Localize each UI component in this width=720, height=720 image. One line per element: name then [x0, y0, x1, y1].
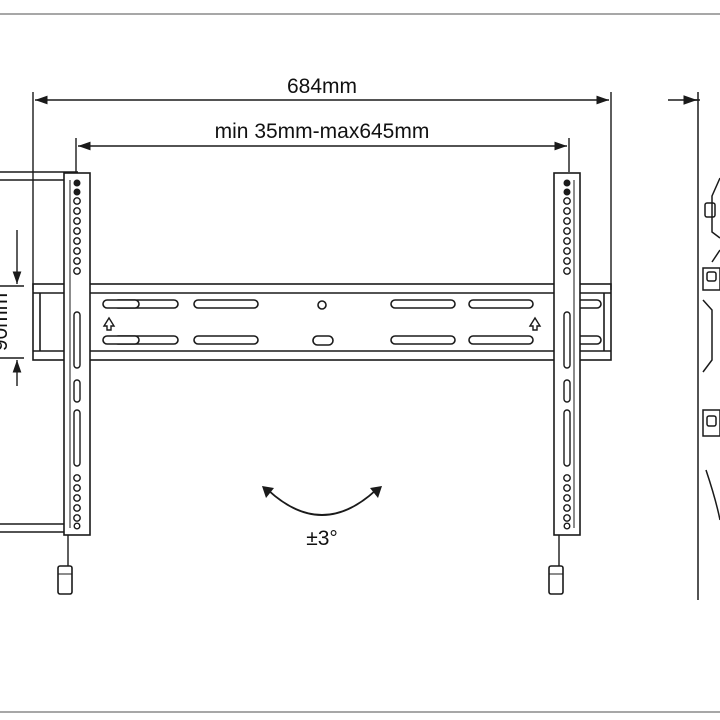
arm-spacing-dimension [75, 138, 570, 172]
wall-plate [32, 283, 612, 361]
page-frame [0, 13, 720, 713]
side-view-profile [668, 92, 720, 600]
arm-spacing-label: min 35mm-max645mm [215, 120, 430, 143]
plate-height-dimension [0, 230, 24, 386]
wall-plate-slots [102, 299, 602, 346]
tilt-label: ±3° [306, 527, 338, 550]
plate-height-label: 90mm [0, 293, 12, 351]
tilt-arrow-icon [262, 486, 382, 516]
overall-width-dimension [32, 92, 612, 290]
level-arrow-icons [102, 316, 542, 331]
left-vertical-arm [57, 172, 91, 595]
right-vertical-arm [548, 172, 581, 595]
overall-width-label: 684mm [287, 75, 357, 98]
